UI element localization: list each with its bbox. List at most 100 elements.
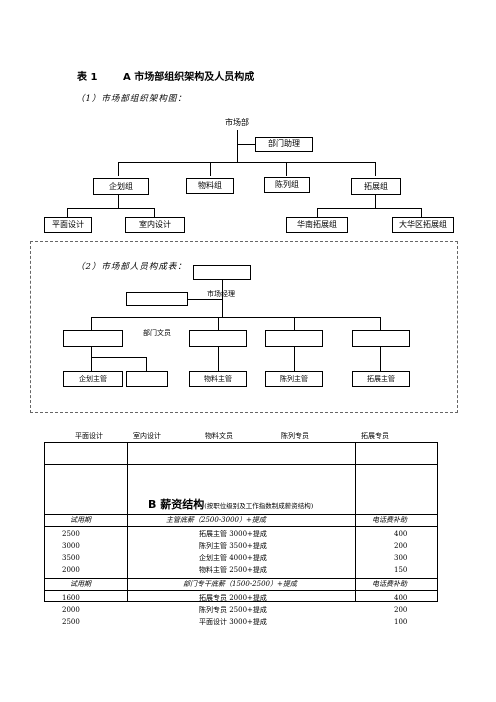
org-sub-graphic-design: 平面设计 — [44, 217, 92, 233]
salary-cell: 400 — [394, 530, 408, 538]
staff-lead-materials: 物料主管 — [189, 371, 247, 387]
page-title: A 市场部组织架构及人员构成 — [123, 72, 255, 83]
staff-blank-box — [189, 330, 247, 347]
connector — [91, 347, 92, 357]
staff-blank-box — [126, 371, 168, 387]
connector — [380, 317, 381, 330]
section2-header-base: 部门专干底薪（1500-2500）+提成 — [183, 580, 297, 588]
staff-lead-display: 陈列主管 — [265, 371, 323, 387]
connector — [286, 162, 287, 176]
grid-line — [44, 590, 438, 591]
table-number: 表 1 — [77, 72, 98, 83]
salary-cell: 1600 — [62, 594, 80, 602]
salary-cell: 400 — [394, 594, 408, 602]
connector — [67, 208, 68, 217]
specialist-label: 平面设计 — [75, 432, 103, 440]
connector — [294, 317, 295, 330]
salary-cell: 200 — [394, 542, 408, 550]
org-root: 市场部 — [225, 118, 249, 127]
staff-blank-box — [63, 330, 123, 347]
grid-line — [355, 442, 356, 602]
grid-line — [44, 464, 438, 465]
section2-header-phone: 电话费补助 — [372, 580, 407, 588]
specialist-label: 室内设计 — [133, 432, 161, 440]
connector — [91, 317, 92, 330]
salary-title: B 薪资结构 — [148, 498, 205, 511]
connector — [188, 299, 222, 300]
connector — [146, 357, 147, 371]
connector — [118, 162, 375, 163]
salary-cell: 物料主管 2500+提成 — [199, 566, 267, 574]
salary-cell: 200 — [394, 606, 408, 614]
section1-header-base: 主管底薪（2500-3000）+提成 — [166, 516, 266, 524]
org-sub-interior-design: 室内设计 — [125, 217, 185, 233]
connector — [375, 162, 376, 176]
grid-line — [127, 442, 128, 602]
org-group-display: 陈列组 — [264, 177, 310, 193]
grid-line — [44, 514, 438, 515]
salary-cell: 2000 — [62, 606, 80, 614]
connector — [222, 280, 223, 317]
salary-cell: 300 — [394, 554, 408, 562]
salary-note: (按职位级别及工作指数制成薪资结构) — [204, 502, 314, 510]
salary-heading: B 薪资结构(按职位级别及工作指数制成薪资结构) — [148, 493, 313, 512]
connector — [294, 347, 295, 371]
salary-cell: 100 — [394, 618, 408, 626]
salary-cell: 2000 — [62, 566, 80, 574]
salary-cell: 陈列主管 3500+提成 — [199, 542, 267, 550]
salary-cell: 陈列专员 2500+提成 — [199, 606, 267, 614]
staff-chart-frame — [30, 241, 458, 413]
connector — [317, 208, 422, 209]
connector — [317, 208, 318, 217]
salary-cell: 2500 — [62, 530, 80, 538]
org-chart-heading: （1）市场部组织架构图： — [76, 94, 187, 104]
org-group-planning: 企划组 — [93, 178, 149, 195]
connector — [91, 317, 380, 318]
connector — [91, 357, 147, 358]
section1-header-phone: 电话费补助 — [372, 516, 407, 524]
grid-line — [44, 526, 438, 527]
org-group-expansion: 拓展组 — [351, 178, 401, 195]
connector — [375, 195, 376, 208]
connector — [421, 208, 422, 217]
staff-manager: 市场经理 — [207, 290, 235, 298]
connector — [218, 347, 219, 371]
specialist-label: 拓展专员 — [361, 432, 389, 440]
connector — [118, 195, 119, 208]
salary-cell: 拓展专员 2000+提成 — [199, 594, 267, 602]
connector — [218, 317, 219, 330]
specialist-label: 物料文员 — [205, 432, 233, 440]
connector — [237, 130, 238, 162]
salary-cell: 拓展主管 3000+提成 — [199, 530, 267, 538]
staff-lead-planning: 企划主管 — [63, 371, 123, 387]
salary-cell: 2500 — [62, 618, 80, 626]
staff-chart-heading: （2）市场部人员构成表： — [76, 262, 187, 272]
connector — [91, 357, 92, 371]
connector — [67, 208, 155, 209]
specialist-label: 陈列专员 — [281, 432, 309, 440]
org-sub-greater-china: 大华区拓展组 — [392, 217, 454, 233]
org-assistant: 部门助理 — [255, 137, 313, 152]
salary-cell: 150 — [394, 566, 408, 574]
grid-line — [44, 578, 438, 579]
staff-clerk: 部门文员 — [143, 329, 171, 337]
staff-blank-box — [126, 292, 188, 306]
salary-cell: 3000 — [62, 542, 80, 550]
staff-lead-expansion: 拓展主管 — [352, 371, 410, 387]
connector — [210, 162, 211, 176]
connector — [380, 347, 381, 371]
connector — [154, 208, 155, 217]
staff-blank-box — [193, 265, 251, 280]
section2-header-trial: 试用期 — [70, 580, 91, 588]
section1-header-trial: 试用期 — [70, 516, 91, 524]
connector — [118, 162, 119, 176]
salary-cell: 企划主管 4000+提成 — [199, 554, 267, 562]
connector — [237, 144, 255, 145]
salary-table — [44, 442, 438, 602]
staff-blank-box — [352, 330, 410, 347]
salary-cell: 平面设计 3000+提成 — [199, 618, 267, 626]
org-sub-south-china: 华南拓展组 — [286, 217, 348, 233]
org-group-materials: 物料组 — [186, 178, 234, 194]
staff-blank-box — [265, 330, 323, 347]
